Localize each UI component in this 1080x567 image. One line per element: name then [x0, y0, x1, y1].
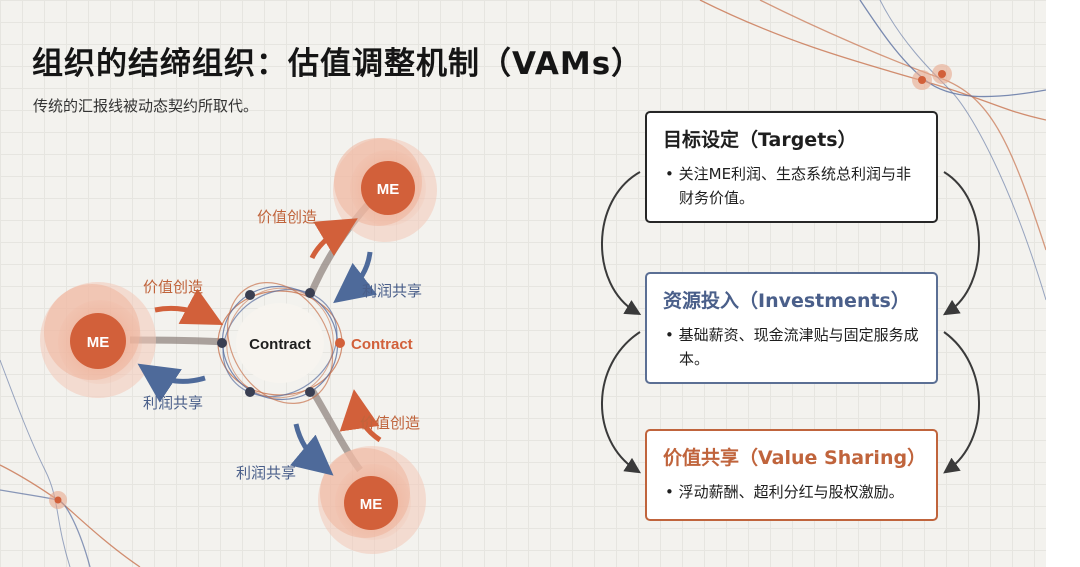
contract-hub: [217, 282, 345, 404]
arrow-value-top: [309, 218, 358, 260]
stage-sharing-title: 价值共享（Value Sharing）: [663, 447, 927, 469]
stage-sharing-bullet: 浮动薪酬、超利分红与股权激励。: [663, 480, 920, 504]
arrow-profit-top: [333, 251, 378, 304]
contract-label-right: Contract: [351, 336, 413, 353]
me-node-top: ME: [333, 138, 437, 242]
stage-targets-bullet: 关注ME利润、生态系统总利润与非财务价值。: [663, 162, 920, 210]
label-profit-top: 利润共享: [362, 282, 422, 300]
label-value-bottom: 价值创造: [360, 414, 420, 432]
stage-targets-title: 目标设定（Targets）: [663, 129, 857, 151]
decorative-curves: [0, 0, 1046, 567]
label-profit-bottom: 利润共享: [236, 464, 296, 482]
me-node-left: ME: [40, 282, 156, 398]
me-label-left: ME: [87, 334, 110, 351]
label-value-top: 价值创造: [257, 208, 317, 226]
page-title: 组织的结缔组织：估值调整机制（VAMs）: [32, 46, 644, 82]
stage-investments-title: 资源投入（Investments）: [663, 290, 910, 312]
cycle-arrows: [601, 171, 980, 474]
stage-targets-card: 目标设定（Targets） 关注ME利润、生态系统总利润与非财务价值。: [645, 111, 938, 223]
me-label-bottom: ME: [360, 496, 383, 513]
arrow-value-bottom: [339, 389, 382, 443]
stage-investments-card: 资源投入（Investments） 基础薪资、现金流津贴与固定服务成本。: [645, 272, 938, 384]
stage-investments-bullet: 基础薪资、现金流津贴与固定服务成本。: [663, 323, 920, 371]
page-subtitle: 传统的汇报线被动态契约所取代。: [33, 97, 259, 115]
arrow-profit-bottom: [289, 423, 334, 476]
label-profit-left: 利润共享: [143, 394, 203, 412]
arrow-profit-left: [137, 363, 206, 403]
arrow-value-left: [154, 288, 224, 326]
contract-label-center: Contract: [249, 336, 311, 353]
right-margin-strip: [1046, 0, 1080, 567]
me-node-bottom: ME: [318, 446, 426, 554]
me-label-top: ME: [377, 181, 400, 198]
vam-network-diagram: Contract Contract ME ME ME 价值创造 利润共享 价值创…: [40, 138, 437, 554]
stage-sharing-card: 价值共享（Value Sharing） 浮动薪酬、超利分红与股权激励。: [645, 429, 938, 521]
label-value-left: 价值创造: [143, 278, 203, 296]
